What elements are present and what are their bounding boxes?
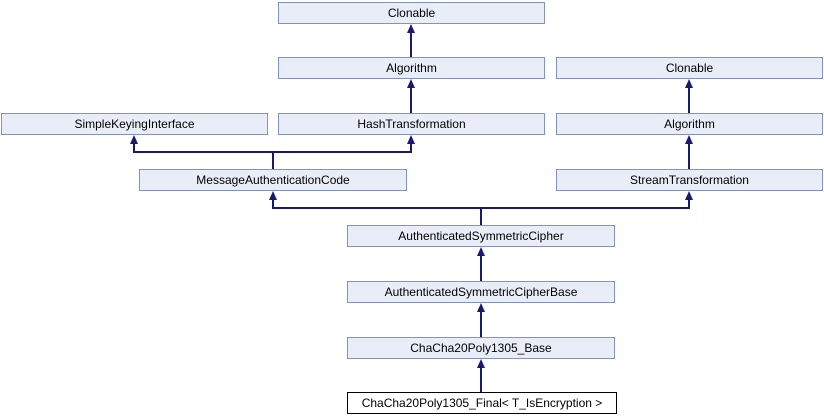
inheritance-arrowhead [407, 79, 415, 88]
inheritance-edge-line [480, 256, 482, 281]
inheritance-edge-line [480, 312, 482, 337]
class-node-message-authentication-code[interactable]: MessageAuthenticationCode [139, 169, 407, 191]
inheritance-arrowhead [477, 359, 485, 368]
inheritance-edge-line [688, 200, 690, 209]
inheritance-arrowhead [477, 303, 485, 312]
inheritance-arrowhead [477, 247, 485, 256]
class-node-authenticated-symmetric-cipher-base[interactable]: AuthenticatedSymmetricCipherBase [347, 281, 615, 303]
inheritance-arrowhead [685, 79, 693, 88]
inheritance-edge-line [410, 88, 412, 113]
class-node-stream-transformation[interactable]: StreamTransformation [556, 169, 823, 191]
inheritance-edge-line [410, 33, 412, 57]
inheritance-edge-line [133, 144, 135, 153]
class-node-chacha20poly1305-base[interactable]: ChaCha20Poly1305_Base [347, 337, 615, 359]
inheritance-arrowhead [407, 24, 415, 33]
class-node-authenticated-symmetric-cipher[interactable]: AuthenticatedSymmetricCipher [347, 225, 615, 247]
class-node-clonable[interactable]: Clonable [278, 2, 545, 24]
class-node-algorithm[interactable]: Algorithm [278, 57, 545, 79]
inheritance-edge-line [480, 207, 482, 225]
class-node-simple-keying-interface[interactable]: SimpleKeyingInterface [1, 113, 268, 135]
class-node-clonable-2[interactable]: Clonable [556, 57, 823, 79]
inheritance-edge-line [688, 144, 690, 169]
inheritance-edge-line [272, 200, 274, 209]
inheritance-edge-line [480, 368, 482, 392]
inheritance-arrowhead [407, 135, 415, 144]
class-node-hash-transformation[interactable]: HashTransformation [278, 113, 545, 135]
inheritance-edge-line [272, 151, 274, 169]
inheritance-edge-line [410, 144, 412, 153]
class-node-chacha20poly1305-final-current: ChaCha20Poly1305_Final< T_IsEncryption > [347, 392, 617, 414]
inheritance-arrowhead [269, 191, 277, 200]
class-node-algorithm-2[interactable]: Algorithm [556, 113, 823, 135]
inheritance-arrowhead [685, 191, 693, 200]
inheritance-arrowhead [130, 135, 138, 144]
inheritance-edge-line [688, 88, 690, 113]
inheritance-arrowhead [685, 135, 693, 144]
